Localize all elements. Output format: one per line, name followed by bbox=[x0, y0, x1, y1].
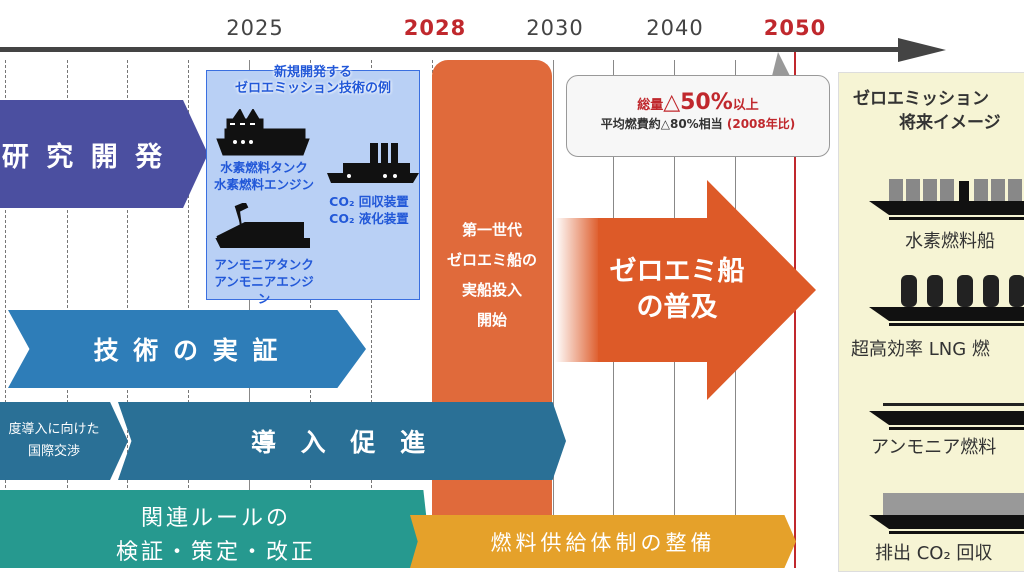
year-label: 2030 bbox=[526, 16, 584, 40]
goal-detail: 平均燃費約△80%相当 bbox=[600, 117, 723, 131]
rnd-arrow: 研 究 開 発 bbox=[0, 100, 208, 208]
demo-label: 技 術 の 実 証 bbox=[93, 336, 281, 365]
spread-arrow-fade bbox=[555, 218, 600, 362]
goal-callout: 総量△50%以上 平均燃費約△80%相当 (2008年比) bbox=[566, 52, 830, 157]
ship-label: 排出 CO₂ 回収 bbox=[875, 543, 993, 564]
co2-capture-ship-image bbox=[869, 493, 1024, 534]
goal-suffix: 以上 bbox=[732, 98, 759, 113]
tech-item-label: CO₂ 回収装置 bbox=[329, 194, 409, 209]
first-gen-line: 第一世代 bbox=[461, 221, 522, 239]
ammonia-ship-image bbox=[869, 403, 1024, 430]
grid-line bbox=[553, 60, 554, 568]
spread-label: の普及 bbox=[636, 292, 718, 323]
timeline-axis bbox=[0, 47, 905, 52]
hydrogen-ship-image bbox=[869, 179, 1024, 220]
lng-ship-image bbox=[869, 275, 1024, 326]
co2-capture-ship-icon bbox=[327, 143, 419, 183]
negotiation-label: 国際交渉 bbox=[27, 444, 80, 459]
grid-line bbox=[5, 60, 6, 568]
ammonia-ship-icon bbox=[215, 203, 310, 248]
rnd-label: 研 究 開 発 bbox=[1, 141, 167, 173]
negotiation-arrow: 度導入に向けた 国際交渉 bbox=[0, 402, 128, 480]
rules-label: 関連ルールの bbox=[140, 506, 291, 531]
ship-label: アンモニア燃料 bbox=[871, 437, 997, 458]
panel-title: 将来イメージ bbox=[899, 113, 1001, 133]
tech-box-title: ゼロエミッション技術の例 bbox=[234, 81, 391, 96]
future-image-panel: ゼロエミッション 将来イメージ 水素燃料船 超高効率 LNG 燃 アンモニア燃料… bbox=[838, 72, 1024, 572]
panel-title: ゼロエミッション bbox=[853, 89, 989, 109]
tech-item-label: 水素燃料エンジン bbox=[213, 177, 314, 192]
goal-value: △50% bbox=[663, 90, 733, 115]
tech-item-label: アンモニアタンク bbox=[214, 257, 314, 272]
year-label: 2028 bbox=[403, 16, 467, 40]
year-label: 2040 bbox=[646, 16, 704, 40]
tech-item-label: アンモニアエンジン bbox=[214, 274, 314, 306]
rules-block: 関連ルールの 検証・策定・改正 bbox=[0, 490, 432, 568]
axis-arrow-icon bbox=[898, 38, 946, 62]
ship-label: 水素燃料船 bbox=[905, 231, 995, 252]
negotiation-label: 度導入に向けた bbox=[8, 422, 100, 437]
promotion-arrow: 導 入 促 進 bbox=[118, 402, 566, 480]
fuel-supply-arrow: 燃料供給体制の整備 bbox=[410, 515, 796, 568]
demo-arrow: 技 術 の 実 証 bbox=[8, 310, 366, 388]
spread-label: ゼロエミ船 bbox=[609, 256, 745, 287]
promotion-label: 導 入 促 進 bbox=[250, 428, 434, 457]
year-label: 2025 bbox=[226, 16, 284, 40]
spread-arrow: ゼロエミ船 の普及 bbox=[598, 180, 816, 400]
rules-label: 検証・策定・改正 bbox=[115, 540, 316, 565]
tech-box-title: 新規開発する bbox=[273, 65, 352, 80]
grid-line bbox=[371, 60, 372, 568]
goal-base: (2008年比) bbox=[726, 117, 796, 131]
first-gen-line: 実船投入 bbox=[461, 281, 522, 299]
first-gen-column: 第一世代 ゼロエミ船の 実船投入 開始 bbox=[432, 60, 552, 568]
hydrogen-ship-icon bbox=[216, 109, 310, 156]
goal-prefix: 総量 bbox=[637, 98, 664, 113]
first-gen-line: ゼロエミ船の bbox=[446, 251, 537, 269]
first-gen-line: 開始 bbox=[476, 311, 507, 329]
tech-example-box: 新規開発する ゼロエミッション技術の例 水素燃料タンク 水素燃料エンジン CO₂… bbox=[206, 65, 420, 306]
tech-item-label: 水素燃料タンク bbox=[220, 160, 308, 175]
year-label: 2050 bbox=[763, 16, 827, 40]
tech-item-label: CO₂ 液化装置 bbox=[329, 211, 409, 226]
ship-label: 超高効率 LNG 燃 bbox=[851, 339, 990, 360]
fuel-supply-label: 燃料供給体制の整備 bbox=[490, 530, 716, 555]
